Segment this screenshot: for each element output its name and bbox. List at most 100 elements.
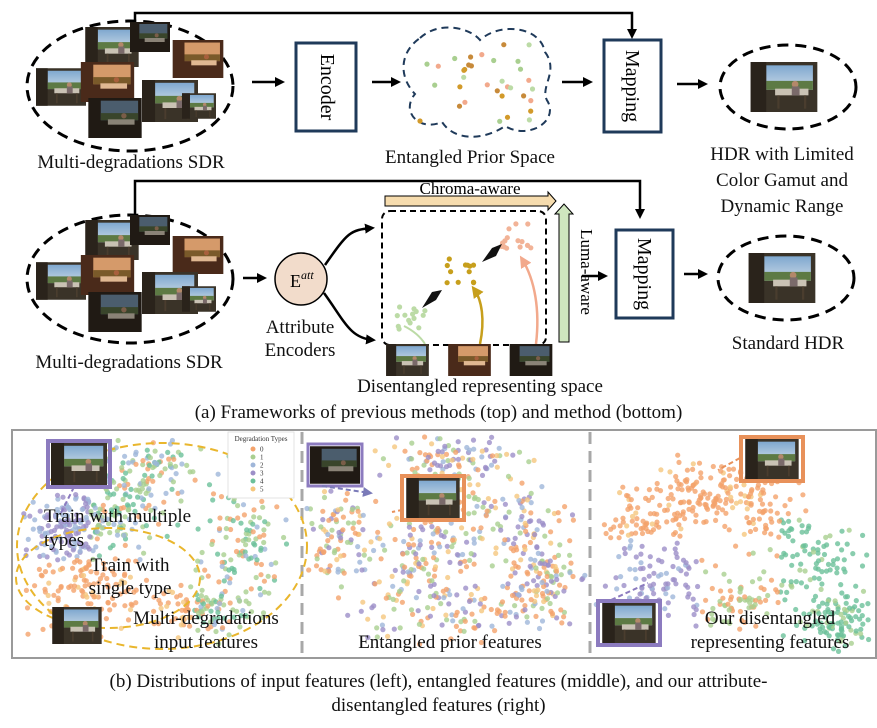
scatter-point [170,479,176,485]
scatter-point [749,579,756,585]
scatter-point [708,475,714,481]
prior-dot [501,42,507,48]
scatter-point [376,579,382,585]
standard-hdr-label: Standard HDR [731,333,845,354]
scatter-point [781,578,787,584]
scatter-point [228,557,234,563]
scatter-point [789,562,795,568]
scatter-point [838,624,845,630]
scatter-point [664,519,670,525]
scatter-point [458,568,464,574]
scatter-point [377,472,383,478]
scatter-point [425,571,432,577]
scatter-point [675,452,681,458]
scatter-point [100,518,106,524]
scatter-point [453,623,459,630]
scatter-point [783,552,789,558]
scatter-point [230,607,236,613]
scatter-point [64,527,70,534]
scatter-point [201,601,207,607]
scatter-point [111,572,117,578]
scatter-point [417,538,423,544]
scatter-point [865,601,871,607]
scatter-point [775,599,781,606]
scatter-point [326,545,332,551]
scatter-point [195,627,201,633]
scatter-point [240,502,247,508]
scatter-point [682,516,688,522]
scatter-point [514,493,520,499]
scatter-point [527,539,534,546]
scatter-point [463,530,469,537]
scatter-point [356,552,362,558]
scatter-point [785,510,791,517]
scatter-point [693,623,699,629]
scatter-point [475,467,481,473]
panel-b-caption: (b) Distributions of input features (lef… [0,670,877,718]
scatter-point [449,612,455,618]
scatter-point [818,586,824,593]
scatter-point [759,501,766,507]
scatter-point [809,623,815,629]
scatter-point [429,578,435,584]
scatter-point [479,448,485,454]
scatter-point [561,564,567,570]
scatter-point [848,640,855,646]
scatter-point [241,512,247,518]
scatter-point [646,487,653,493]
scatter-point [535,550,541,557]
scatter-point [512,535,518,542]
scatter-point [318,524,324,530]
prior-dot [526,117,533,123]
scatter-point [184,462,190,468]
scatter-point [464,444,470,451]
scatter-point [54,506,60,513]
scatter-point [613,575,619,581]
scatter-point [110,595,116,602]
scatter-point [131,589,137,595]
scatter-point [528,597,534,603]
scatter-point [686,499,692,505]
scatter-point [528,490,534,496]
scatter-point [470,490,476,496]
scatter-point [815,558,822,564]
scatter-point [406,541,412,548]
scatter-point [665,495,671,502]
scatter-point [243,589,249,595]
scatter-point [406,524,412,530]
scatter-point [218,494,225,500]
scatter-point [698,475,704,481]
scatter-point [471,446,477,452]
scatter-point [417,641,423,647]
scatter-point [110,542,116,549]
scatter-point [696,460,703,466]
scatter-point [455,439,461,445]
scatter-point [195,526,201,532]
scatter-point [335,507,341,513]
scatter-point [488,462,495,468]
scatter-point [531,457,537,463]
scatter-point [527,563,533,569]
attribute-encoders-label: Attribute Encoders [250,316,350,362]
scatter-point [786,528,792,534]
scatter-point [340,527,346,533]
scatter-point [72,519,78,525]
scatter-point [780,520,787,526]
scatter-point [561,614,567,620]
scatter-point [125,558,131,564]
scatter-point [325,531,331,538]
scatter-point [187,623,193,629]
scatter-point [450,537,456,543]
scatter-point [115,437,121,444]
scatter-point [343,497,349,503]
scatter-point [427,613,433,619]
scatter-point [673,550,679,557]
scatter-point [23,587,29,594]
scatter-point [650,527,657,533]
scatter-point [199,549,205,556]
scatter-point [383,595,389,601]
space-thumbnails [386,344,553,376]
legend-swatch [250,470,256,476]
scatter-point [561,588,567,594]
